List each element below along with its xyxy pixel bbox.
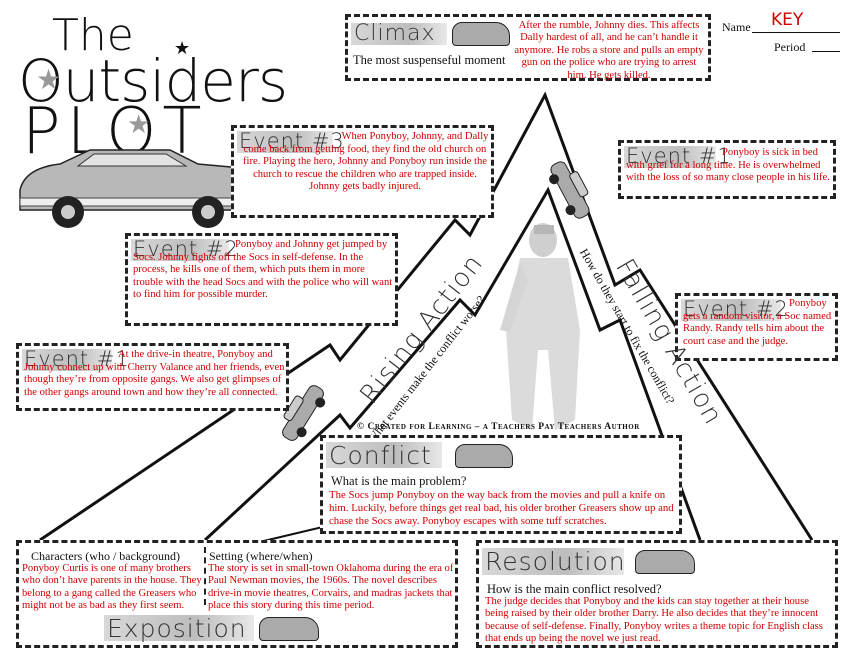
rising-event-2-answer: Ponyboy and Johnny get jumped by Socs. J…: [133, 239, 393, 301]
falling-event-2-answer: Ponyboy gets a random visitor, a Soc nam…: [683, 298, 832, 347]
title-line-the: The: [52, 10, 134, 61]
resolution-question: How is the main conflict resolved?: [487, 582, 662, 596]
exposition-heading-band: [104, 615, 254, 641]
rising-event-3-answer: When Ponyboy, Johnny, and Dally come bac…: [243, 131, 489, 193]
rising-event-1-answer: At the drive-in theatre, Ponyboy and Joh…: [24, 349, 285, 398]
credit-line: © Created for Learning – a Teachers Pay …: [357, 422, 640, 432]
falling-event-2-heading: Event #2: [683, 297, 789, 321]
car-icon: [452, 22, 510, 46]
star-icon: ★: [127, 110, 151, 139]
rising-event-1-heading: Event #1: [24, 347, 130, 371]
conflict-answer: The Socs jump Ponyboy on the way back fr…: [329, 489, 674, 527]
star-icon: ★: [174, 38, 191, 58]
car-falling-illustration: [549, 161, 590, 219]
resolution-heading: Resolution: [485, 547, 626, 576]
car-icon: [455, 444, 513, 468]
climax-heading: Climax: [354, 21, 436, 46]
characters-label: Characters (who / background): [31, 549, 180, 563]
falling-event-1-heading: Event #1: [626, 144, 732, 168]
rising-event-1-heading-band: [22, 349, 112, 371]
conflict-heading-band: [326, 442, 442, 468]
climax-answer: After the rumble, Johnny dies. This affe…: [514, 20, 704, 81]
period-line[interactable]: [812, 51, 840, 52]
rising-event-2-heading-band: [131, 239, 229, 261]
rising-event-2-box: Event #2 Ponyboy and Johnny get jumped b…: [125, 233, 398, 326]
rising-event-3-box: Event #3 When Ponyboy, Johnny, and Dally…: [231, 125, 494, 218]
setting-answer: The story is set in small-town Oklahoma …: [208, 563, 454, 612]
name-line[interactable]: [752, 32, 840, 33]
greaser-figure: [500, 223, 580, 430]
exposition-divider: [204, 547, 206, 605]
car-rising-illustration: [282, 385, 326, 441]
falling-event-2-box: Event #2 Ponyboy gets a random visitor, …: [675, 293, 838, 361]
rising-event-3-heading: Event #3: [239, 129, 345, 153]
exposition-box: Characters (who / background) Ponyboy Cu…: [16, 540, 458, 648]
falling-event-1-answer: Ponyboy is sick in bed with grief for a …: [626, 147, 830, 184]
climax-box: Climax The most suspenseful moment After…: [345, 14, 711, 81]
car-icon: [259, 617, 319, 641]
falling-event-1-box: Event #1 Ponyboy is sick in bed with gri…: [618, 140, 836, 199]
star-icon: ★: [36, 65, 62, 96]
characters-answer: Ponyboy Curtis is one of many brothers w…: [22, 563, 202, 612]
climax-subtitle: The most suspenseful moment: [353, 53, 506, 67]
plot-mountain-outline: [39, 91, 814, 542]
car-icon: [635, 550, 695, 574]
falling-event-1-heading-band: [624, 146, 716, 168]
title-line-outsiders: Outsiders: [18, 47, 288, 115]
plot-mountain-inner-outline: [203, 186, 702, 542]
setting-label: Setting (where/when): [209, 549, 313, 563]
exposition-heading: Exposition: [107, 614, 247, 643]
resolution-heading-band: [482, 548, 624, 575]
resolution-answer: The judge decides that Ponyboy and the k…: [485, 596, 823, 645]
rising-event-1-box: Event #1 At the drive-in theatre, Ponybo…: [16, 343, 289, 411]
falling-event-2-heading-band: [681, 299, 781, 321]
conflict-heading: Conflict: [329, 441, 432, 470]
name-value: KEY: [771, 10, 804, 30]
climax-heading-band: [351, 23, 447, 45]
conflict-box: Conflict What is the main problem? The S…: [320, 435, 682, 534]
conflict-question: What is the main problem?: [331, 474, 467, 488]
name-label: Name: [722, 20, 751, 34]
period-label: Period: [774, 40, 806, 54]
rising-event-3-heading-band: [237, 131, 333, 153]
rising-event-2-heading: Event #2: [133, 237, 239, 261]
title-line-plot: PLOT: [22, 95, 208, 169]
resolution-box: Resolution How is the main conflict reso…: [476, 540, 838, 648]
